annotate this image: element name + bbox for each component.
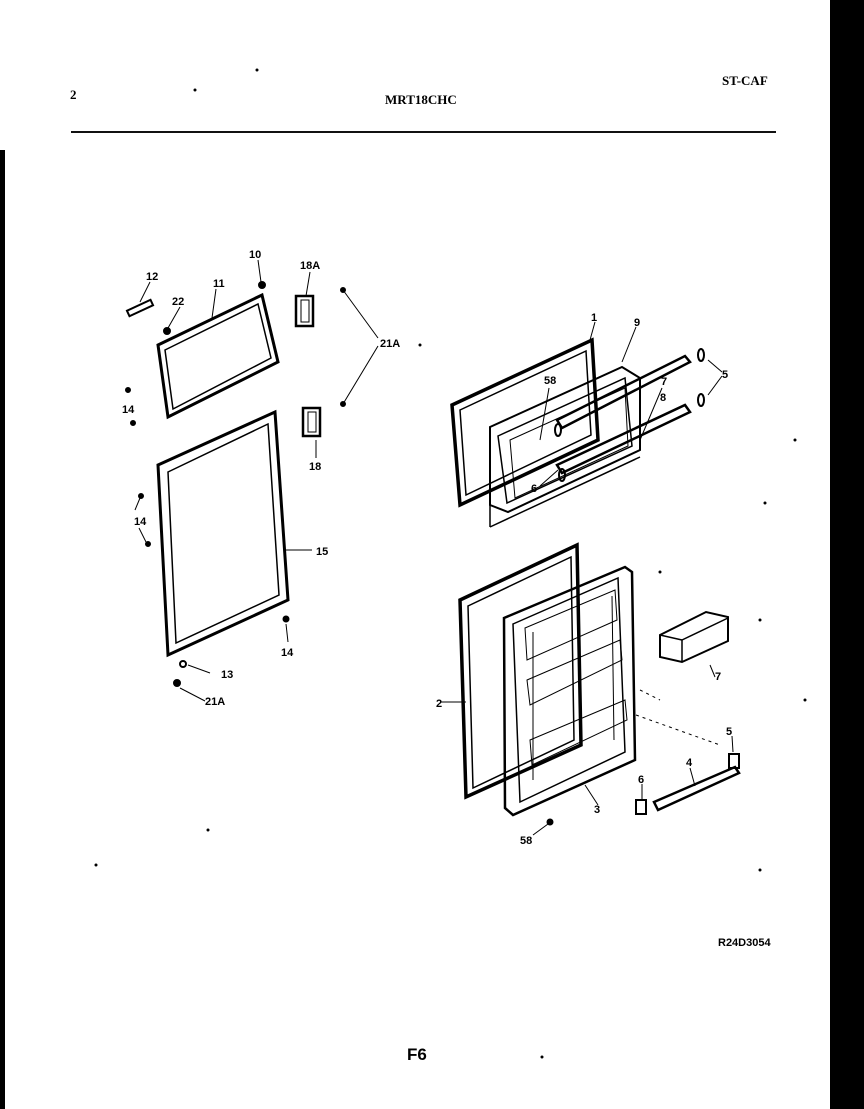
fresh-food-door-liner [156, 409, 290, 658]
callout-21a-top: 21A [380, 338, 400, 350]
callout-7-top: 7 [661, 376, 667, 388]
hinge-18 [301, 406, 322, 438]
part-10 [258, 281, 266, 289]
part-22 [163, 327, 171, 335]
callout-14-b: 14 [134, 516, 147, 528]
callout-2: 2 [436, 698, 442, 710]
section-code: ST-CAF [722, 73, 768, 88]
callout-58-top: 58 [544, 375, 556, 387]
header-rule [71, 131, 776, 133]
callout-21a-bottom: 21A [205, 696, 225, 708]
callout-11: 11 [213, 278, 225, 290]
freezer-shelf-rails [554, 354, 692, 482]
callout-3: 3 [594, 804, 600, 816]
footer-code: F6 [407, 1045, 427, 1064]
callout-9: 9 [634, 317, 640, 329]
fresh-food-inner-door [502, 565, 637, 817]
model-number: MRT18CHC [385, 92, 457, 107]
part-5-bottom [728, 753, 740, 769]
callout-18a: 18A [300, 260, 320, 272]
callout-58-bottom: 58 [520, 835, 532, 847]
drawing-reference: R24D3054 [718, 937, 771, 949]
fresh-food-door-gasket [458, 542, 583, 800]
callout-18: 18 [309, 461, 321, 473]
callout-10: 10 [249, 249, 261, 261]
callout-14-c: 14 [281, 647, 294, 659]
dairy-door-bin [659, 610, 729, 664]
callout-12: 12 [146, 271, 158, 283]
parts-diagram: 12 22 11 10 18A 21A 14 18 14 15 14 13 21… [94, 68, 807, 1059]
callout-13: 13 [221, 669, 233, 681]
hinge-18a [294, 294, 315, 328]
freezer-door-gasket [450, 337, 600, 508]
page-number: 2 [70, 87, 77, 102]
callout-8: 8 [660, 392, 666, 404]
callout-1: 1 [591, 312, 597, 324]
callout-7: 7 [715, 671, 721, 683]
freezer-door-liner [156, 292, 280, 420]
part-12 [125, 298, 155, 318]
callout-15: 15 [316, 546, 328, 558]
callout-14-a: 14 [122, 404, 135, 416]
scan-edge-left [0, 150, 5, 1109]
callout-6-top: 6 [531, 483, 537, 495]
callout-6: 6 [638, 774, 644, 786]
part-6-bottom [635, 799, 647, 815]
callout-5: 5 [726, 726, 732, 738]
callout-5-top: 5 [722, 369, 728, 381]
scan-edge-right [830, 0, 864, 1109]
callout-4: 4 [686, 757, 693, 769]
callout-22: 22 [172, 296, 184, 308]
door-bar-4 [652, 765, 741, 812]
